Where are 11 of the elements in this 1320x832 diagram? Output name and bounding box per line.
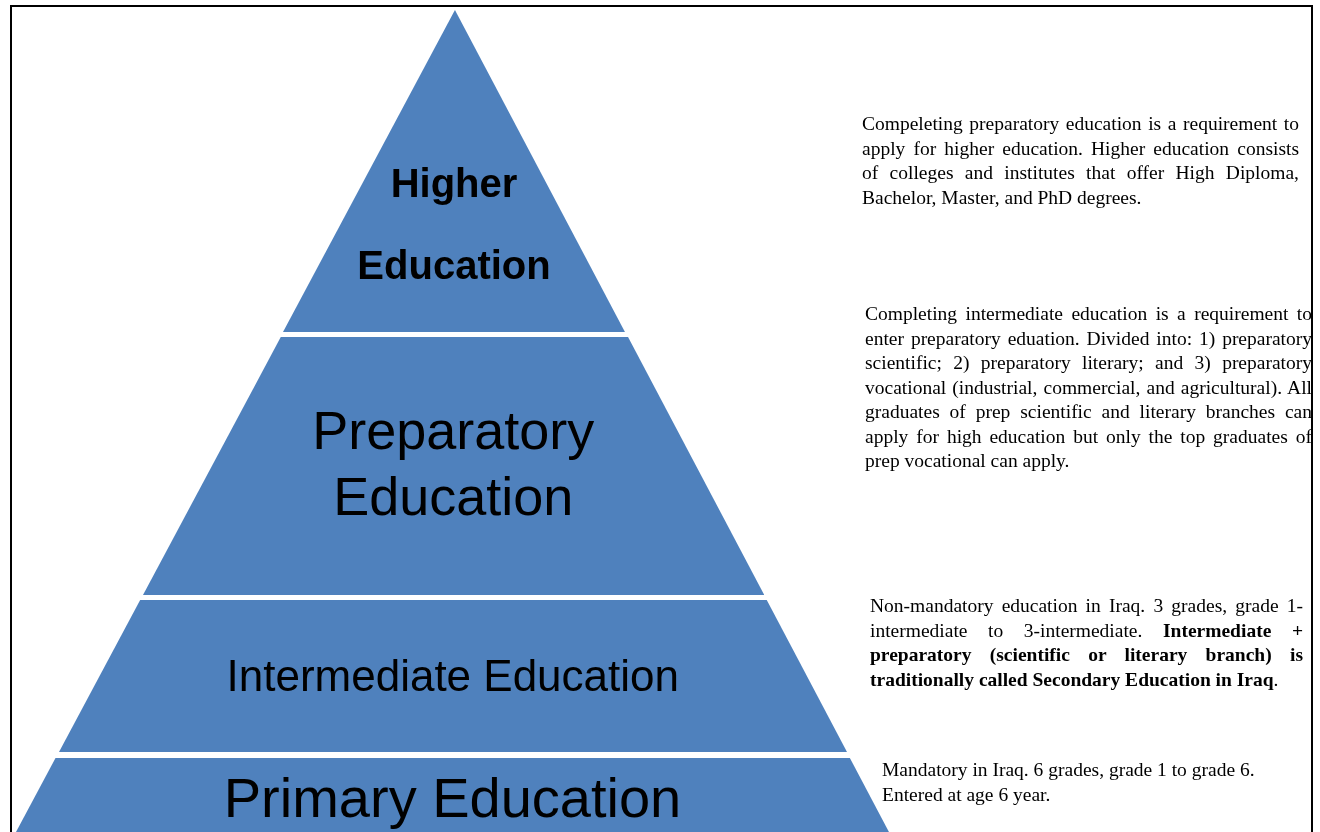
tier-label: Intermediate Education	[225, 650, 680, 702]
tier-label: Primary Education	[222, 766, 683, 830]
pyramid-tier	[142, 337, 764, 595]
description-text: Non-mandatory education in Iraq. 3 grades, grade 1-intermediate to 3-intermediate. Intermediate + preparatory (scientific or literary branch) is traditionally called Secondary Education in Iraq.	[870, 594, 1303, 692]
tier-label: Preparatory Education	[311, 399, 596, 528]
description-text: Compeleting preparatory education is a requirement to apply for higher education. Higher education consists of colleges and institutes that offer High Diploma, Bachelor, Master, and PhD degrees.	[862, 112, 1299, 210]
pyramid-tier	[58, 600, 847, 752]
description-text: Mandatory in Iraq. 6 grades, grade 1 to grade 6. Entered at age 6 year.	[882, 758, 1256, 807]
pyramid-apex	[283, 10, 625, 332]
description-text: Completing intermediate education is a requirement to enter preparatory eduation. Divided into: 1) preparatory scientific; 2) preparatory literary; and 3) preparatory vocational (industrial, commercial, and agricultural). All graduates of prep scientific and literary branches can apply for high education but only the top graduates of prep vocational can apply.	[865, 302, 1312, 473]
tier-label: Higher Education	[356, 160, 552, 289]
